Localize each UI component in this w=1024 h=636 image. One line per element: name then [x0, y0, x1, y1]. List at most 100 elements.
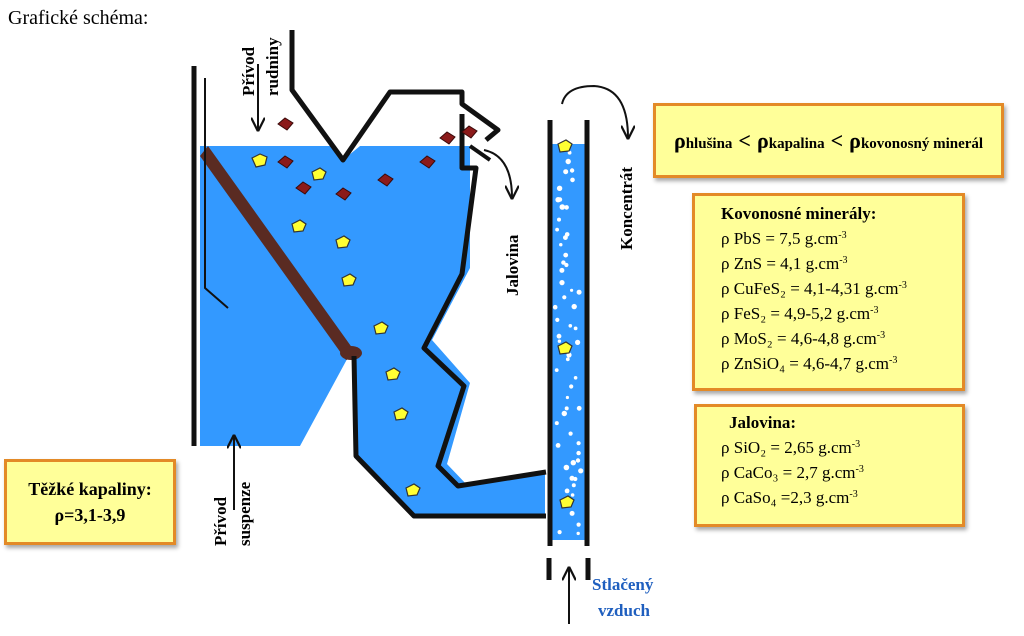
metal-particle [385, 367, 401, 381]
air-bubble [573, 376, 578, 380]
air-bubble [563, 464, 570, 471]
metal-particle [405, 483, 421, 497]
heavy-liquids-heading: Těžké kapaliny: [28, 479, 152, 499]
density-term-liquid-label: kapalina [768, 135, 825, 152]
gangue-mineral-item-exponent: -3 [855, 464, 864, 475]
metal-mineral-item: ρ ZnSiO₄ = 4,6-4,7 g.cm-3 [721, 351, 962, 376]
air-bubble [573, 326, 578, 331]
air-bubble [565, 395, 570, 400]
gangue-particle [439, 131, 456, 145]
metal-mineral-item-exponent: -3 [876, 330, 886, 341]
less-than-2: < [830, 127, 844, 153]
air-bubble [576, 441, 581, 446]
metal-mineral-item-text: ρ ZnSiO₄ = 4,6-4,7 g.cm [721, 354, 890, 373]
overflow-lip [468, 144, 492, 162]
heavy-liquids-value: ρ=3,1-3,9 [54, 505, 126, 525]
density-term-metal-label: kovonosný minerál [860, 135, 984, 152]
metal-mineral-item-text: ρ PbS = 7,5 g.cm [721, 229, 839, 248]
air-label-1: Stlačený [592, 575, 654, 594]
metal-particle [341, 273, 357, 287]
gangue-mineral-item-text: ρ SiO₂ = 2,65 g.cm [721, 438, 852, 457]
metal-mineral-item-exponent: -3 [839, 255, 848, 266]
flow-arrows [234, 64, 628, 624]
metal-particle [559, 495, 575, 509]
ore-feed-label-1: Přívod [239, 46, 258, 96]
gangue-particle [419, 155, 436, 169]
gangue-mineral-item-text: ρ CaCo₃ = 2,7 g.cm [721, 463, 856, 482]
metal-mineral-item: ρ FeS₂ = 4,9-5,2 g.cm-3 [721, 301, 962, 326]
gangue-mineral-item-exponent: -3 [849, 489, 858, 500]
metal-mineral-item-exponent: -3 [870, 305, 879, 316]
air-bubble [563, 169, 569, 175]
metal-particle [393, 407, 409, 421]
air-bubble [561, 260, 566, 265]
air-bubble [571, 303, 577, 310]
air-bubble [562, 295, 567, 300]
metal-mineral-item: ρ PbS = 7,5 g.cm-3 [721, 226, 962, 251]
air-bubble [570, 177, 575, 183]
air-bubble [576, 531, 580, 536]
diagram-title: Grafické schéma: [8, 7, 148, 29]
air-bubble [554, 368, 559, 372]
air-bubble [557, 530, 562, 535]
air-bubbles [552, 150, 584, 536]
air-bubble [570, 288, 574, 292]
air-bubble [570, 460, 576, 466]
air-bubble [569, 475, 575, 481]
air-bubble [567, 150, 572, 155]
metal-particle [291, 219, 307, 233]
air-bubble [569, 384, 574, 389]
gangue-particles [277, 117, 478, 201]
concentrate-label: Koncentrát [617, 167, 636, 250]
metal-particle [557, 341, 573, 355]
metal-mineral-item-text: ρ ZnS = 4,1 g.cm [721, 254, 840, 273]
air-bubble [557, 217, 561, 222]
metal-particles [251, 139, 575, 509]
ore-feed-label-2: rudniny [263, 37, 282, 96]
gangue-particle [295, 181, 312, 195]
metal-mineral-item-exponent: -3 [898, 280, 907, 291]
air-bubble [571, 483, 576, 488]
density-term-gangue: ρhlušina [673, 127, 733, 153]
suspension-feed-label-1: Přívod [211, 496, 230, 546]
metal-mineral-item-exponent: -3 [889, 355, 898, 366]
air-bubble [561, 410, 567, 417]
air-bubble [575, 339, 581, 345]
air-bubble [568, 324, 573, 328]
air-bubble [576, 405, 582, 411]
air-bubble [576, 450, 581, 456]
air-bubble [557, 197, 563, 202]
air-bubble [555, 443, 561, 448]
metal-mineral-item: ρ ZnS = 4,1 g.cm-3 [721, 251, 962, 276]
air-label-2: vzduch [598, 601, 651, 620]
metal-particle [311, 167, 327, 181]
air-bubble [563, 235, 568, 241]
air-bubble [570, 493, 575, 497]
suspension-feed-label-2: suspenze [235, 481, 254, 546]
density-term-liquid: ρkapalina [756, 127, 825, 153]
density-term-metal: ρkovonosný minerál [849, 127, 984, 153]
concentrate-arrow [561, 84, 628, 138]
air-bubble [573, 476, 578, 482]
air-bubble [565, 357, 570, 362]
metal-particle [373, 321, 389, 335]
gangue-mineral-item-text: ρ CaSo₄ =2,3 g.cm [721, 488, 850, 507]
air-bubble [575, 458, 581, 463]
gangue-minerals-heading: Jalovina: [729, 413, 797, 432]
air-bubble [556, 185, 563, 191]
gangue-mineral-item-exponent: -3 [851, 439, 861, 450]
metal-minerals-heading: Kovonosné minerály: [721, 204, 877, 223]
gangue-particle [461, 125, 478, 139]
liquid-separator [200, 146, 545, 516]
air-bubble [564, 406, 569, 411]
air-bubble [565, 158, 571, 165]
air-bubble [568, 431, 573, 436]
metal-particle [335, 235, 351, 249]
air-bubble [576, 289, 582, 295]
plate-tip [340, 346, 362, 360]
density-relation-box: ρhlušina < ρkapalina < ρkovonosný minerá… [653, 103, 1004, 178]
air-bubble [563, 252, 569, 258]
